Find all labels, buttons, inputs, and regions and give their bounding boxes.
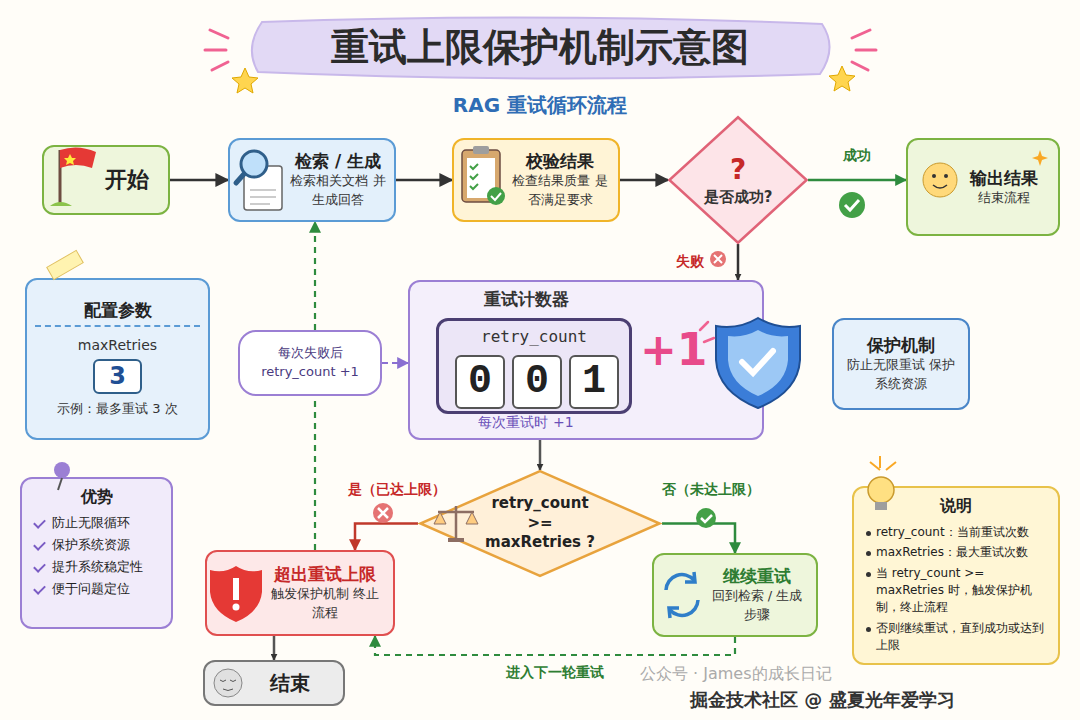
star (829, 66, 855, 91)
process-box: 配置参数 maxRetries 3 示例：最多重试 3 次 (25, 278, 210, 440)
node-text: 保护系统资源 (32, 534, 161, 556)
node-text: 防止无限重试 保护系统资源 (842, 356, 960, 394)
node-heading: 优势 (32, 487, 161, 508)
process-box: 超出重试上限触发保护机制 终止流程 (205, 550, 395, 636)
node-heading: 结束 (270, 670, 310, 696)
diamond-shape (420, 471, 659, 576)
process-box: 0 (512, 355, 562, 409)
diagram-title: 重试上限保护机制示意图 (0, 22, 1080, 73)
process-box: 0 (455, 355, 505, 409)
node-text: maxRetries：最大重试次数 (864, 544, 1048, 561)
node-text: 否则继续重试，直到成功或达到上限 (864, 620, 1048, 655)
process-box: 校验结果检查结果质量 是否满足要求 (452, 138, 620, 222)
node-text: 3 (93, 359, 142, 394)
process-box: 检索 / 生成检索相关文档 并生成回答 (228, 138, 396, 222)
node-text: maxRetries (78, 335, 157, 355)
decision-diamond: retry_count >= maxRetries ? (418, 470, 662, 577)
subtitle: RAG 重试循环流程 (0, 92, 1080, 119)
flow-arrow (620, 179, 668, 182)
node-heading: 开始 (105, 166, 149, 195)
fail-cross-icon (710, 251, 726, 267)
flow-arrow (355, 524, 418, 551)
node-text: 触发保护机制 终止流程 (265, 585, 385, 623)
warning-shield-icon (210, 566, 262, 622)
node-heading: 输出结果 (970, 167, 1038, 189)
node-heading: 0 (468, 362, 492, 402)
node-text: 便于问题定位 (32, 578, 161, 600)
process-box: 开始 (42, 145, 170, 215)
clipboard-icon (462, 146, 505, 205)
flow-arrow (382, 362, 408, 364)
node-text: 防止无限循环 (32, 512, 161, 534)
node-heading: 1 (582, 362, 606, 402)
decision-diamond: ?是否成功? (668, 116, 808, 244)
flow-arrow (808, 179, 906, 182)
scale-icon (434, 506, 478, 542)
node-heading: 每次失败后 retry_count +1 (248, 344, 372, 382)
flag-icon (50, 147, 96, 206)
refresh-icon (666, 572, 698, 618)
node-text: 检查结果质量 是否满足要求 (510, 172, 610, 210)
process-box: 继续重试回到检索 / 生成 步骤 (652, 553, 818, 637)
sleep-face-icon (214, 669, 242, 697)
edge-label: 是（已达上限） (345, 481, 449, 499)
node-heading: retry_count >= maxRetries ? (480, 494, 600, 553)
flow-arrow (737, 244, 740, 280)
flow-arrow (170, 179, 228, 182)
node-text: 每次重试时 +1 (478, 412, 573, 432)
node-heading: retry_count (481, 325, 587, 348)
node-heading: 说明 (864, 496, 1048, 517)
happy-face-icon (923, 150, 1048, 197)
node-text: 回到检索 / 生成 步骤 (706, 587, 808, 625)
edge-label: 进入下一轮重试 (503, 664, 607, 682)
edge-label: 否（未达上限） (659, 481, 763, 499)
check-circle-icon (839, 192, 865, 218)
node-heading: 检索 / 生成 (295, 150, 381, 172)
group-panel: 重试计数器每次重试时 +1retry_count001 (408, 280, 764, 440)
star (232, 68, 258, 93)
bulb-icon (868, 456, 896, 510)
node-heading: 继续重试 (723, 565, 791, 587)
node-heading: 保护机制 (867, 334, 935, 356)
node-text: 结束流程 (978, 189, 1030, 208)
node-text: 检索相关文档 并生成回答 (290, 172, 386, 210)
process-box: 输出结果结束流程 (906, 138, 1060, 236)
watermark: 公众号 · James的成长日记 (640, 664, 832, 685)
node-text: 是否成功? (704, 188, 773, 208)
shield-icon (700, 318, 800, 408)
flow-arrow (375, 636, 735, 655)
node-text: 当 retry_count >= maxRetries 时，触发保护机制，终止流… (864, 565, 1048, 617)
process-box: 优势防止无限循环保护系统资源提升系统稳定性便于问题定位 (20, 477, 173, 629)
edge-label: 成功 (840, 147, 874, 165)
process-box: 结束 (203, 660, 345, 706)
tape-icon (47, 250, 83, 279)
magnifier-icon (236, 151, 282, 210)
pin-icon (54, 462, 70, 490)
process-box: retry_count001 (436, 318, 632, 414)
node-text: 示例：最多重试 3 次 (57, 400, 178, 419)
node-text: retry_count：当前重试次数 (864, 524, 1048, 541)
node-heading: 校验结果 (526, 150, 594, 172)
flow-arrow (273, 636, 276, 660)
process-box: 1 (569, 355, 619, 409)
process-box: 说明 retry_count：当前重试次数 maxRetries：最大重试次数当 r… (852, 486, 1060, 665)
flow-arrow (396, 179, 452, 182)
node-heading: 重试计数器 (484, 288, 569, 310)
cross-icon (373, 503, 393, 523)
increment-mark: +1 (640, 324, 707, 375)
node-heading: 0 (525, 362, 549, 402)
node-heading: 配置参数 (35, 299, 200, 327)
edge-label: 失败 (673, 253, 707, 271)
check-small-icon (696, 508, 716, 528)
process-box: 每次失败后 retry_count +1 (238, 330, 382, 396)
node-heading: 超出重试上限 (274, 563, 376, 585)
process-box: 保护机制防止无限重试 保护系统资源 (832, 318, 970, 410)
flow-arrow (539, 440, 542, 470)
flow-arrow (662, 524, 735, 554)
node-heading: ? (730, 152, 746, 188)
node-text: 提升系统稳定性 (32, 556, 161, 578)
diamond-shape (669, 117, 806, 242)
watermark: 掘金技术社区 @ 盛夏光年爱学习 (690, 688, 955, 712)
